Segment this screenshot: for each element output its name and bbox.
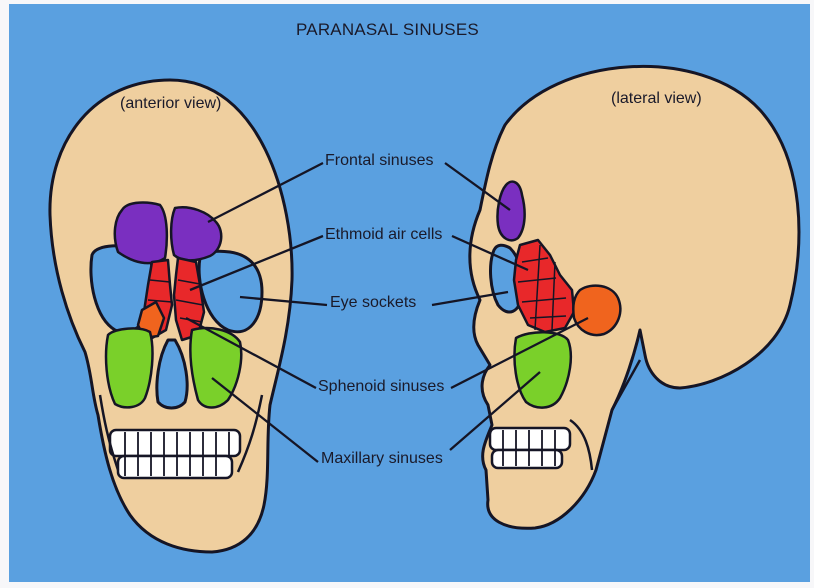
upper-teeth [110, 430, 240, 456]
lateral-view-label: (lateral view) [611, 90, 702, 108]
lateral-upper-teeth [490, 428, 570, 450]
anterior-view-label: (anterior view) [120, 95, 221, 113]
anterior-maxillary-sinus-left [106, 328, 152, 407]
lateral-frontal-sinus [497, 182, 524, 241]
anterior-frontal-sinus-left [115, 203, 167, 264]
sphenoid-sinuses-label: Sphenoid sinuses [318, 378, 444, 396]
maxillary-sinuses-label: Maxillary sinuses [321, 450, 443, 468]
diagram-title: PARANASAL SINUSES [296, 20, 479, 40]
frontal-sinuses-label: Frontal sinuses [325, 152, 434, 170]
lateral-sphenoid-sinus [573, 286, 620, 335]
lower-teeth [118, 456, 232, 478]
ethmoid-air-cells-label: Ethmoid air cells [325, 226, 442, 244]
eye-sockets-label: Eye sockets [330, 294, 416, 312]
